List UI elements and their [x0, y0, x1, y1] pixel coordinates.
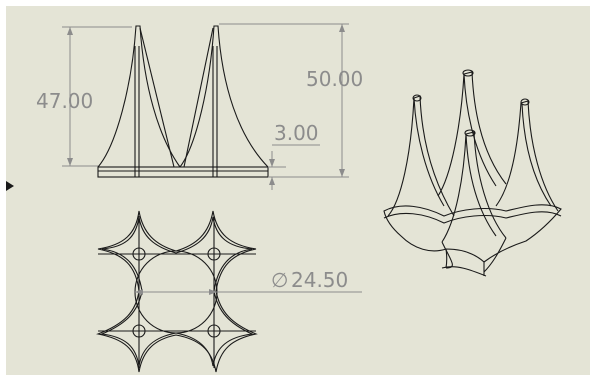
dimension-50: 50.00	[306, 67, 363, 91]
right-spike	[179, 25, 269, 168]
dimension-3: 3.00	[274, 121, 319, 145]
diameter-symbol-icon: ∅	[271, 268, 288, 292]
sheet-background	[6, 6, 590, 375]
dimension-24-50: 24.50	[291, 268, 348, 292]
front-view	[97, 25, 269, 178]
spike-front	[441, 131, 507, 243]
base-plate	[97, 166, 269, 178]
isometric-view	[383, 69, 562, 277]
spike-back-right	[495, 100, 559, 212]
hole-dimension	[134, 289, 362, 295]
front-dimensions	[62, 23, 349, 190]
drawing-sheet: 47.00 50.00 3.00 ∅ 24.50	[6, 6, 590, 375]
view-arrow-icon	[6, 181, 14, 191]
spike-back-left	[387, 95, 455, 217]
left-spike	[97, 25, 181, 168]
dimension-47: 47.00	[36, 89, 93, 113]
